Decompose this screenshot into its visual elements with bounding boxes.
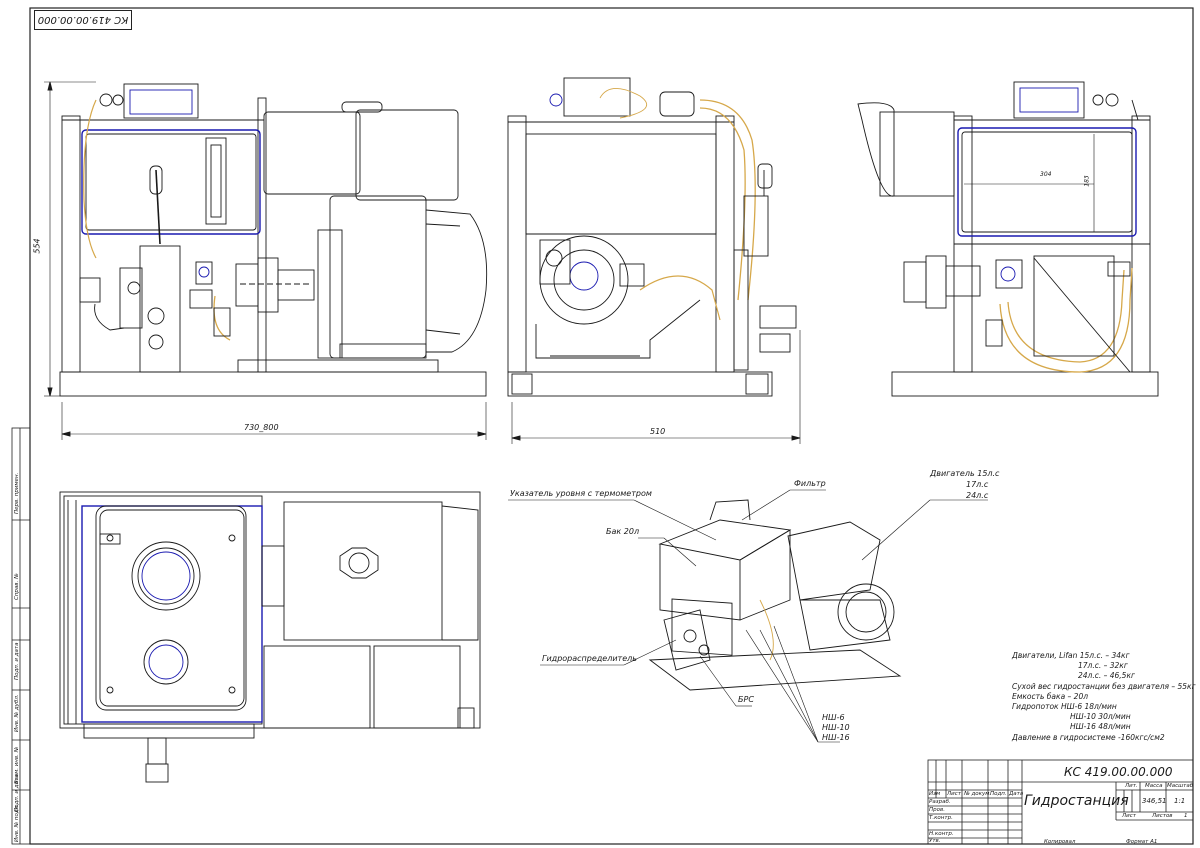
side-label-reference: Справ. № <box>14 573 20 600</box>
tb-col-izm: Изм <box>929 791 941 797</box>
rear-view <box>857 81 1159 397</box>
callout-filter: Фильтр <box>794 479 826 488</box>
spec-line-7: НШ-10 30л/мин <box>1070 712 1131 721</box>
callout-tank: Бак 20л <box>606 527 640 536</box>
tb-scale-header: Масштаб <box>1167 783 1194 789</box>
side-view <box>507 77 801 444</box>
dim-length: 730_800 <box>244 423 279 432</box>
callout-engine-3: 24л.с <box>966 491 989 500</box>
tb-row-approved: Утв. <box>929 838 941 844</box>
tb-row-norm-control: Н.контр. <box>929 831 954 837</box>
side-label-orig-inv: Инв. № подл. <box>14 804 20 842</box>
isometric-view <box>648 499 902 691</box>
front-view <box>44 81 488 440</box>
tb-row-tech-control: Т.контр. <box>929 815 953 821</box>
spec-line-5: Емкость бака – 20л <box>1012 692 1089 701</box>
tb-row-developer: Разраб. <box>929 799 951 805</box>
tb-row-checker: Пров. <box>929 807 945 813</box>
title-block-lines <box>927 759 1194 845</box>
callout-level-indicator: Указатель уровня с термометром <box>510 489 652 498</box>
dim-tank-width: 304 <box>1040 171 1052 178</box>
tb-lit-header: Лит. <box>1125 783 1138 789</box>
tb-mass-value: 346,51 <box>1142 797 1167 805</box>
tb-col-list: Лист <box>947 791 961 797</box>
tb-mass-header: Масса <box>1145 783 1163 789</box>
side-label-first-use: Перв. примен. <box>14 472 20 514</box>
callout-pump-2: НШ-10 <box>822 723 850 732</box>
spec-line-8: НШ-16 48л/мин <box>1070 722 1131 731</box>
spec-line-6: Гидропоток НШ-6 18л/мин <box>1012 702 1117 711</box>
tb-col-doc: № докум. <box>964 791 992 797</box>
side-label-dup-inv: Инв. № дубл. <box>14 694 20 732</box>
tb-format: Формат А1 <box>1126 839 1158 845</box>
spec-line-2: 17л.с. – 32кг <box>1078 661 1128 670</box>
tb-col-sign: Подп. <box>990 791 1007 797</box>
side-binding-strip <box>11 427 31 845</box>
tb-copied: Копировал <box>1044 839 1076 845</box>
spec-line-9: Давление в гидросистеме -160кгс/см2 <box>1012 733 1165 742</box>
callout-pump-1: НШ-6 <box>822 713 845 722</box>
callout-pump-3: НШ-16 <box>822 733 850 742</box>
spec-line-4: Сухой вес гидростанции без двигателя – 5… <box>1012 682 1196 691</box>
tb-sheets-label: Листов <box>1152 813 1173 819</box>
callout-leaders <box>508 489 988 743</box>
tb-col-date: Дата <box>1009 791 1024 797</box>
spec-line-1: Двигатели, Lifan 15л.с. – 34кг <box>1012 651 1130 660</box>
spec-line-3: 24л.с. – 46,5кг <box>1078 671 1135 680</box>
callout-distributor: Гидрораспределитель <box>542 654 637 663</box>
tb-sheet-label: Лист <box>1122 813 1136 819</box>
top-view <box>59 491 481 783</box>
callout-brs: БРС <box>738 695 754 704</box>
tb-scale-value: 1:1 <box>1174 797 1186 805</box>
callout-engine-2: 17л.с <box>966 480 989 489</box>
callout-engine-1: Двигатель 15л.с <box>930 469 1000 478</box>
title-block-code: КС 419.00.00.000 <box>1064 765 1173 779</box>
side-label-sign-date-1: Подп. и дата <box>14 642 20 680</box>
drawing-code-stamp: КС 419.00.00.000 <box>34 10 132 30</box>
title-block-title: Гидростанция <box>1024 793 1129 809</box>
dim-height: 554 <box>32 238 42 254</box>
tb-sheets-count: 1 <box>1184 813 1188 819</box>
dim-width: 510 <box>650 427 666 436</box>
dim-tank-height: 183 <box>1083 175 1091 187</box>
